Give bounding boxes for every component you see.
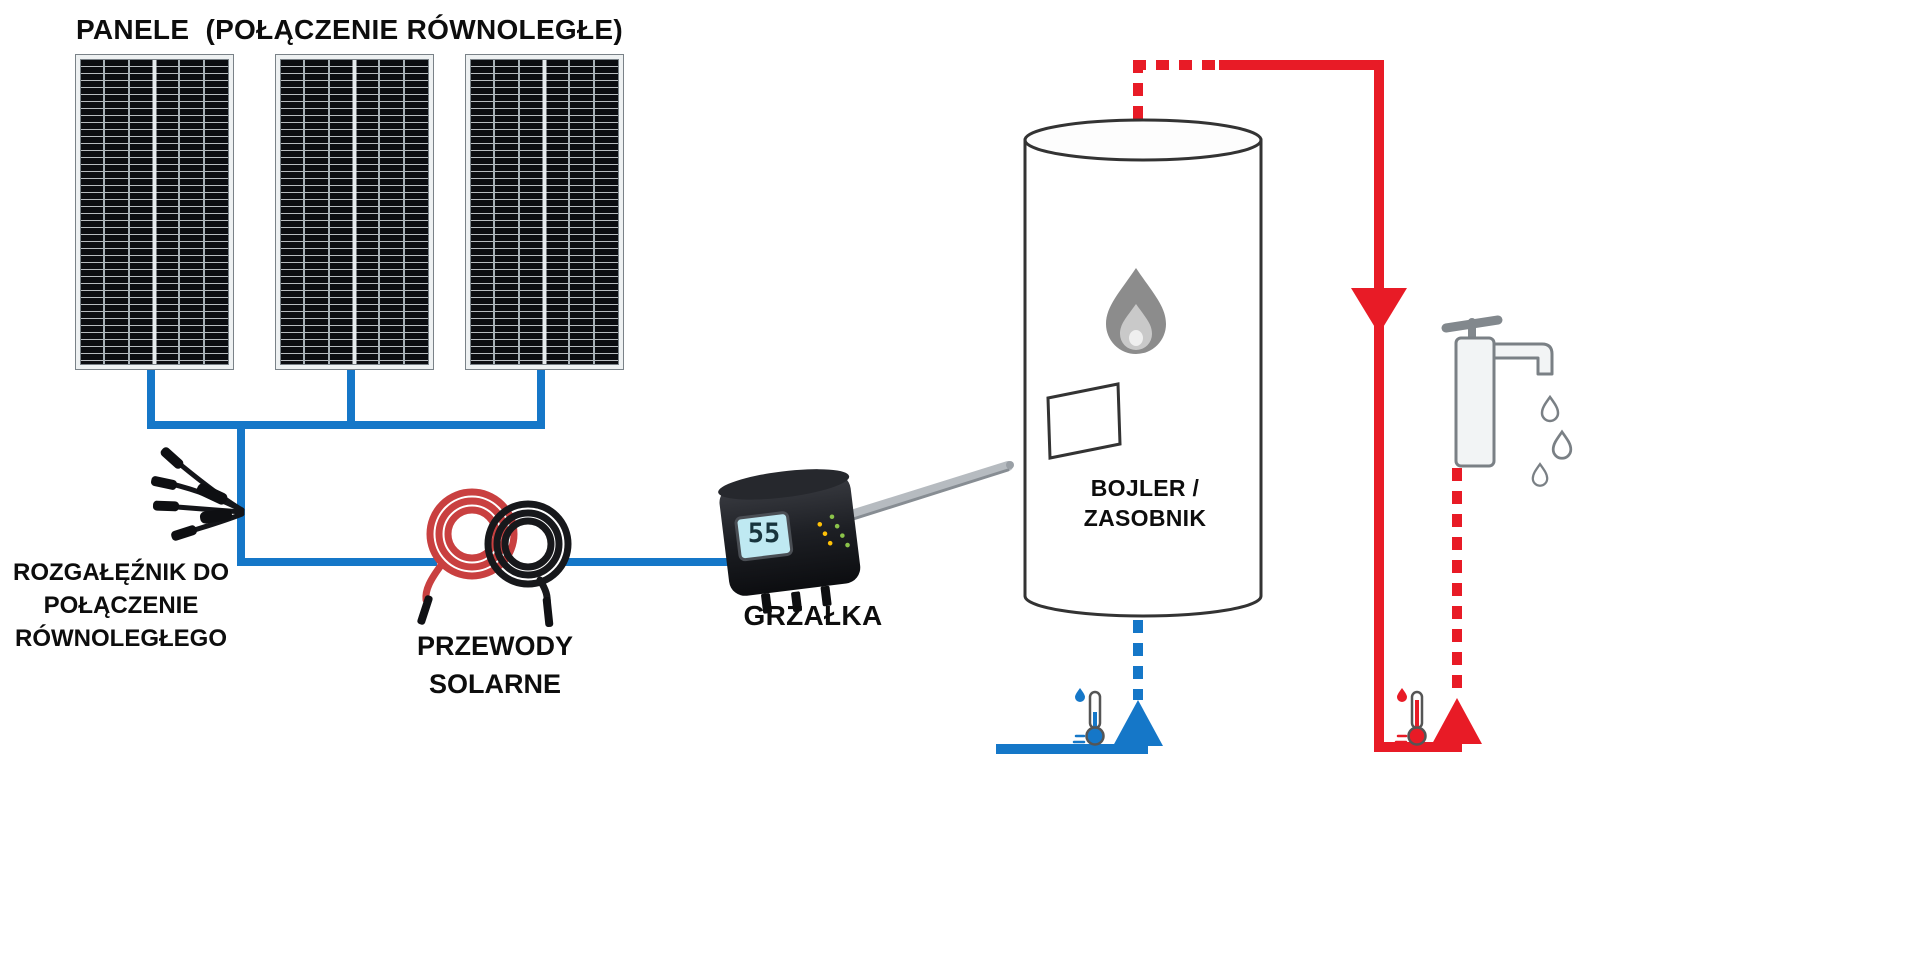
solar-panel-1 (75, 54, 234, 370)
hot-pipe-right-vertical (1374, 60, 1384, 752)
pv-wire-panel2-drop (347, 367, 355, 429)
faucet-spout (1492, 342, 1554, 376)
boiler-top (1023, 118, 1263, 162)
heater-label: GRZAŁKA (743, 600, 883, 631)
heater-lcd (734, 511, 794, 562)
pv-wire-bus (147, 421, 545, 429)
hot-flow-arrow-up (1432, 698, 1482, 744)
pv-wire-splitter-drop (237, 429, 245, 566)
pv-wire-to-cables (237, 558, 437, 566)
splitter-label-line3: RÓWNOLEGŁEGO (15, 625, 227, 653)
pv-wire-to-heater (563, 558, 730, 566)
water-drops-icon (1531, 394, 1573, 487)
solar-panel-3 (465, 54, 624, 370)
thermometer-hot-icon (1394, 688, 1427, 750)
pv-wire-panel1-drop (147, 367, 155, 429)
mc4-branch-connector-icon (150, 447, 245, 541)
panels-title: PANELE (POŁĄCZENIE RÓWNOLEGŁE) (76, 14, 624, 45)
solar-cables-label-line2: SOLARNE (428, 668, 561, 699)
splitter-label-line1: ROZGAŁĘŹNIK DO (13, 559, 229, 586)
solar-cables-icon (417, 488, 572, 628)
heater-temperature-display: 55 (747, 517, 781, 549)
solar-cables-label-line1: PRZEWODY (416, 631, 573, 661)
cold-pipe-boiler-bottom-dashed (1133, 620, 1143, 700)
hot-pipe-top (1219, 60, 1384, 70)
immersion-heater-icon (718, 461, 1014, 614)
faucet-icon (1441, 315, 1573, 487)
cold-pipe-bottom (996, 744, 1148, 754)
solar-cables-label: PRZEWODY SOLARNE (405, 628, 585, 704)
boiler-label: BOJLER / ZASOBNIK (1083, 475, 1207, 531)
heater-body (718, 469, 861, 614)
flame-icon (1106, 268, 1166, 354)
hot-pipe-boiler-top-dashed (1133, 60, 1143, 120)
boiler-tank (1023, 118, 1263, 618)
splitter-label-line2: POŁĄCZENIE (43, 592, 199, 620)
faucet-body (1454, 336, 1496, 468)
hot-pipe-to-faucet-dashed (1452, 468, 1462, 698)
hot-pipe-bottom (1374, 742, 1462, 752)
hot-flow-arrow-down (1351, 288, 1407, 334)
boiler-body (1023, 138, 1263, 618)
heater-rod (843, 461, 1014, 522)
thermometer-cold-icon (1072, 688, 1105, 750)
splitter-label: ROZGAŁĘŹNIK DO POŁĄCZENIE RÓWNOLEGŁEGO (2, 556, 240, 655)
pv-wire-panel3-drop (537, 367, 545, 429)
solar-panel-2 (275, 54, 434, 370)
cold-flow-arrow-up (1113, 700, 1163, 746)
hot-pipe-top-dashed (1133, 60, 1219, 70)
boiler-window (1046, 382, 1122, 460)
